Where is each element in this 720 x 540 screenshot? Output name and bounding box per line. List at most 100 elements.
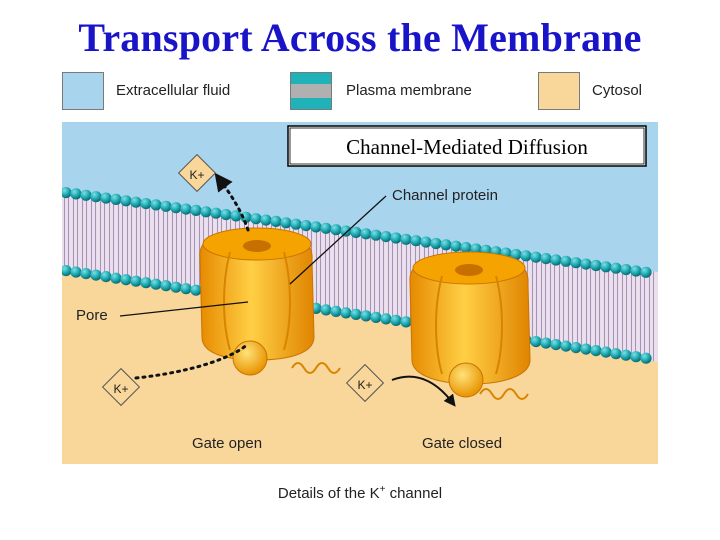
lipid-head [590, 345, 602, 357]
pore-label: Pore [76, 307, 108, 324]
lipid-head [540, 253, 552, 265]
lipid-head [310, 221, 322, 233]
caption-prefix: Details of the K [277, 485, 380, 502]
lipid-head [180, 283, 192, 295]
lipid-head [380, 313, 392, 325]
lipid-head [340, 307, 352, 319]
lipid-head [280, 217, 292, 229]
pore-leader [119, 301, 249, 317]
lipid-head [300, 220, 312, 232]
lipid-head [350, 308, 362, 320]
lipid-head [130, 196, 142, 208]
lipid-head [590, 259, 602, 272]
lipid-head [390, 314, 402, 326]
lipid-head [62, 265, 72, 277]
lipid-head [270, 215, 282, 227]
lipid-head [100, 271, 112, 283]
lipid-head [160, 200, 172, 212]
lipid-head [400, 316, 412, 328]
lipid-head [110, 193, 122, 205]
lipid-head [80, 189, 92, 201]
slide-title: Transport Across the Membrane [78, 15, 642, 60]
lipid-head [570, 342, 582, 354]
lipid-head [410, 235, 422, 247]
lipid-head [180, 203, 192, 215]
lipid-head [600, 261, 612, 273]
lipid-head [450, 240, 462, 252]
lipid-head [70, 188, 82, 200]
lipid-head [250, 213, 262, 225]
channel-protein-closed [409, 251, 531, 400]
ion-k-bottom-left: K+ [101, 367, 141, 407]
lipid-head [340, 225, 352, 237]
lipid-head [90, 269, 102, 281]
lipid-head [520, 250, 532, 262]
lipid-head [80, 268, 92, 280]
diagram-title: Channel-Mediated Diffusion [346, 135, 588, 159]
legend-swatch-plasma-membrane [290, 72, 332, 110]
lipid-head [380, 231, 392, 243]
lipid-head [120, 274, 132, 286]
lipid-head [540, 337, 552, 349]
lipid-head [190, 204, 202, 216]
svg-text:K+: K+ [357, 378, 372, 392]
lipid-head [140, 198, 152, 210]
legend: Extracellular fluid Plasma membrane Cyto… [62, 72, 658, 112]
legend-label-extracellular-fluid: Extracellular fluid [116, 82, 231, 99]
lipid-head [370, 311, 382, 323]
lipid-head [560, 255, 572, 267]
lipid-head [580, 343, 592, 355]
lipid-head [330, 224, 342, 236]
lipid-head [160, 280, 172, 292]
lipid-head [430, 237, 442, 250]
ion-path-exit [214, 172, 250, 232]
ion-path-open [134, 342, 250, 380]
legend-label-plasma-membrane: Plasma membrane [346, 82, 472, 99]
lipid-head [610, 348, 622, 360]
lipid-head [440, 239, 452, 251]
lipid-head [550, 254, 562, 266]
caption-superscript: + [379, 484, 386, 495]
ion-arrow-closed [391, 375, 456, 407]
lipid-head [530, 251, 542, 263]
lipid-head [350, 226, 362, 238]
lipid-head [570, 257, 582, 269]
lipid-head [320, 222, 332, 234]
lipid-head [630, 351, 642, 363]
lipid-head [370, 229, 382, 241]
lipid-head [200, 206, 212, 218]
lipid-head [90, 191, 102, 203]
lipid-head [320, 304, 332, 316]
lipid-head [70, 266, 82, 278]
lipid-head [110, 272, 122, 284]
k-channel-diagram: K+ K+ K+ Channel protein Pore Gate open … [62, 122, 658, 464]
lipid-head [620, 264, 632, 276]
lipid-head [170, 281, 182, 293]
lipid-head [100, 192, 112, 204]
ion-k-bottom-right: K+ [345, 363, 385, 403]
lipid-head [330, 305, 342, 317]
figure-caption: Details of the K+ channel [0, 484, 720, 502]
lipid-head [150, 199, 162, 211]
ion-k-top: K+ [177, 153, 217, 193]
lipid-head [120, 195, 132, 207]
lipid-head [190, 284, 202, 296]
lipid-head [62, 187, 72, 199]
lipid-head [400, 233, 412, 245]
lipid-head [220, 209, 232, 221]
lipid-head [530, 336, 542, 348]
lipid-head [560, 340, 572, 352]
lipid-head [390, 232, 402, 244]
lipid-head [290, 218, 302, 230]
channel-protein-label: Channel protein [392, 187, 498, 204]
lipid-head [550, 339, 562, 351]
legend-label-cytosol: Cytosol [592, 82, 643, 99]
lipid-head [610, 262, 622, 274]
lipid-head [600, 346, 612, 358]
gate-ball-closed [448, 362, 484, 398]
lipid-head [150, 278, 162, 290]
lipid-head [640, 266, 652, 278]
gate-ball-open [232, 340, 268, 376]
lipid-head [360, 310, 372, 322]
lipid-head [130, 275, 142, 287]
